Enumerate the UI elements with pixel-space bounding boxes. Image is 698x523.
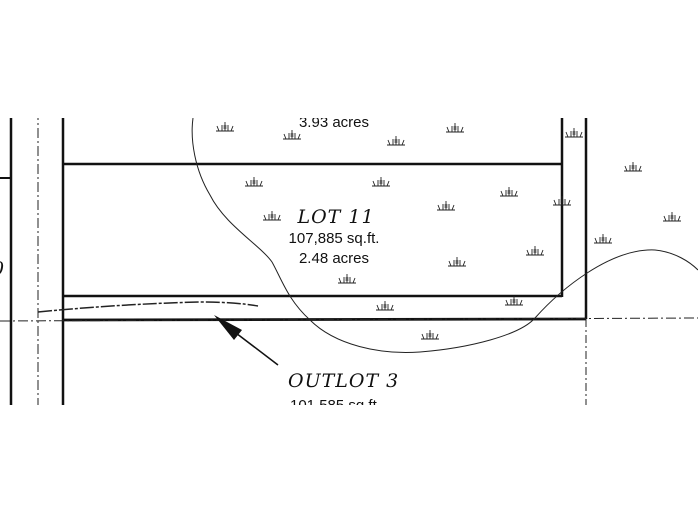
left-edge-fragment: 0 (0, 258, 5, 280)
lot-11-acres: 2.48 acres (299, 250, 369, 267)
ditch-line (37, 301, 259, 313)
marsh-symbols (215, 121, 682, 340)
road-centerline (0, 317, 698, 322)
arrow (214, 315, 279, 366)
lot-11-label: LOT 11 (296, 206, 374, 228)
outlot-3-label: OUTLOT 3 (288, 370, 399, 392)
wetland-boundary (191, 118, 698, 353)
outlot-3-sqft: 101,585 sq.ft. (290, 397, 381, 414)
upper-lot-acres: 3.93 acres (299, 114, 369, 131)
lot-11-sqft: 107,885 sq.ft. (289, 230, 380, 247)
